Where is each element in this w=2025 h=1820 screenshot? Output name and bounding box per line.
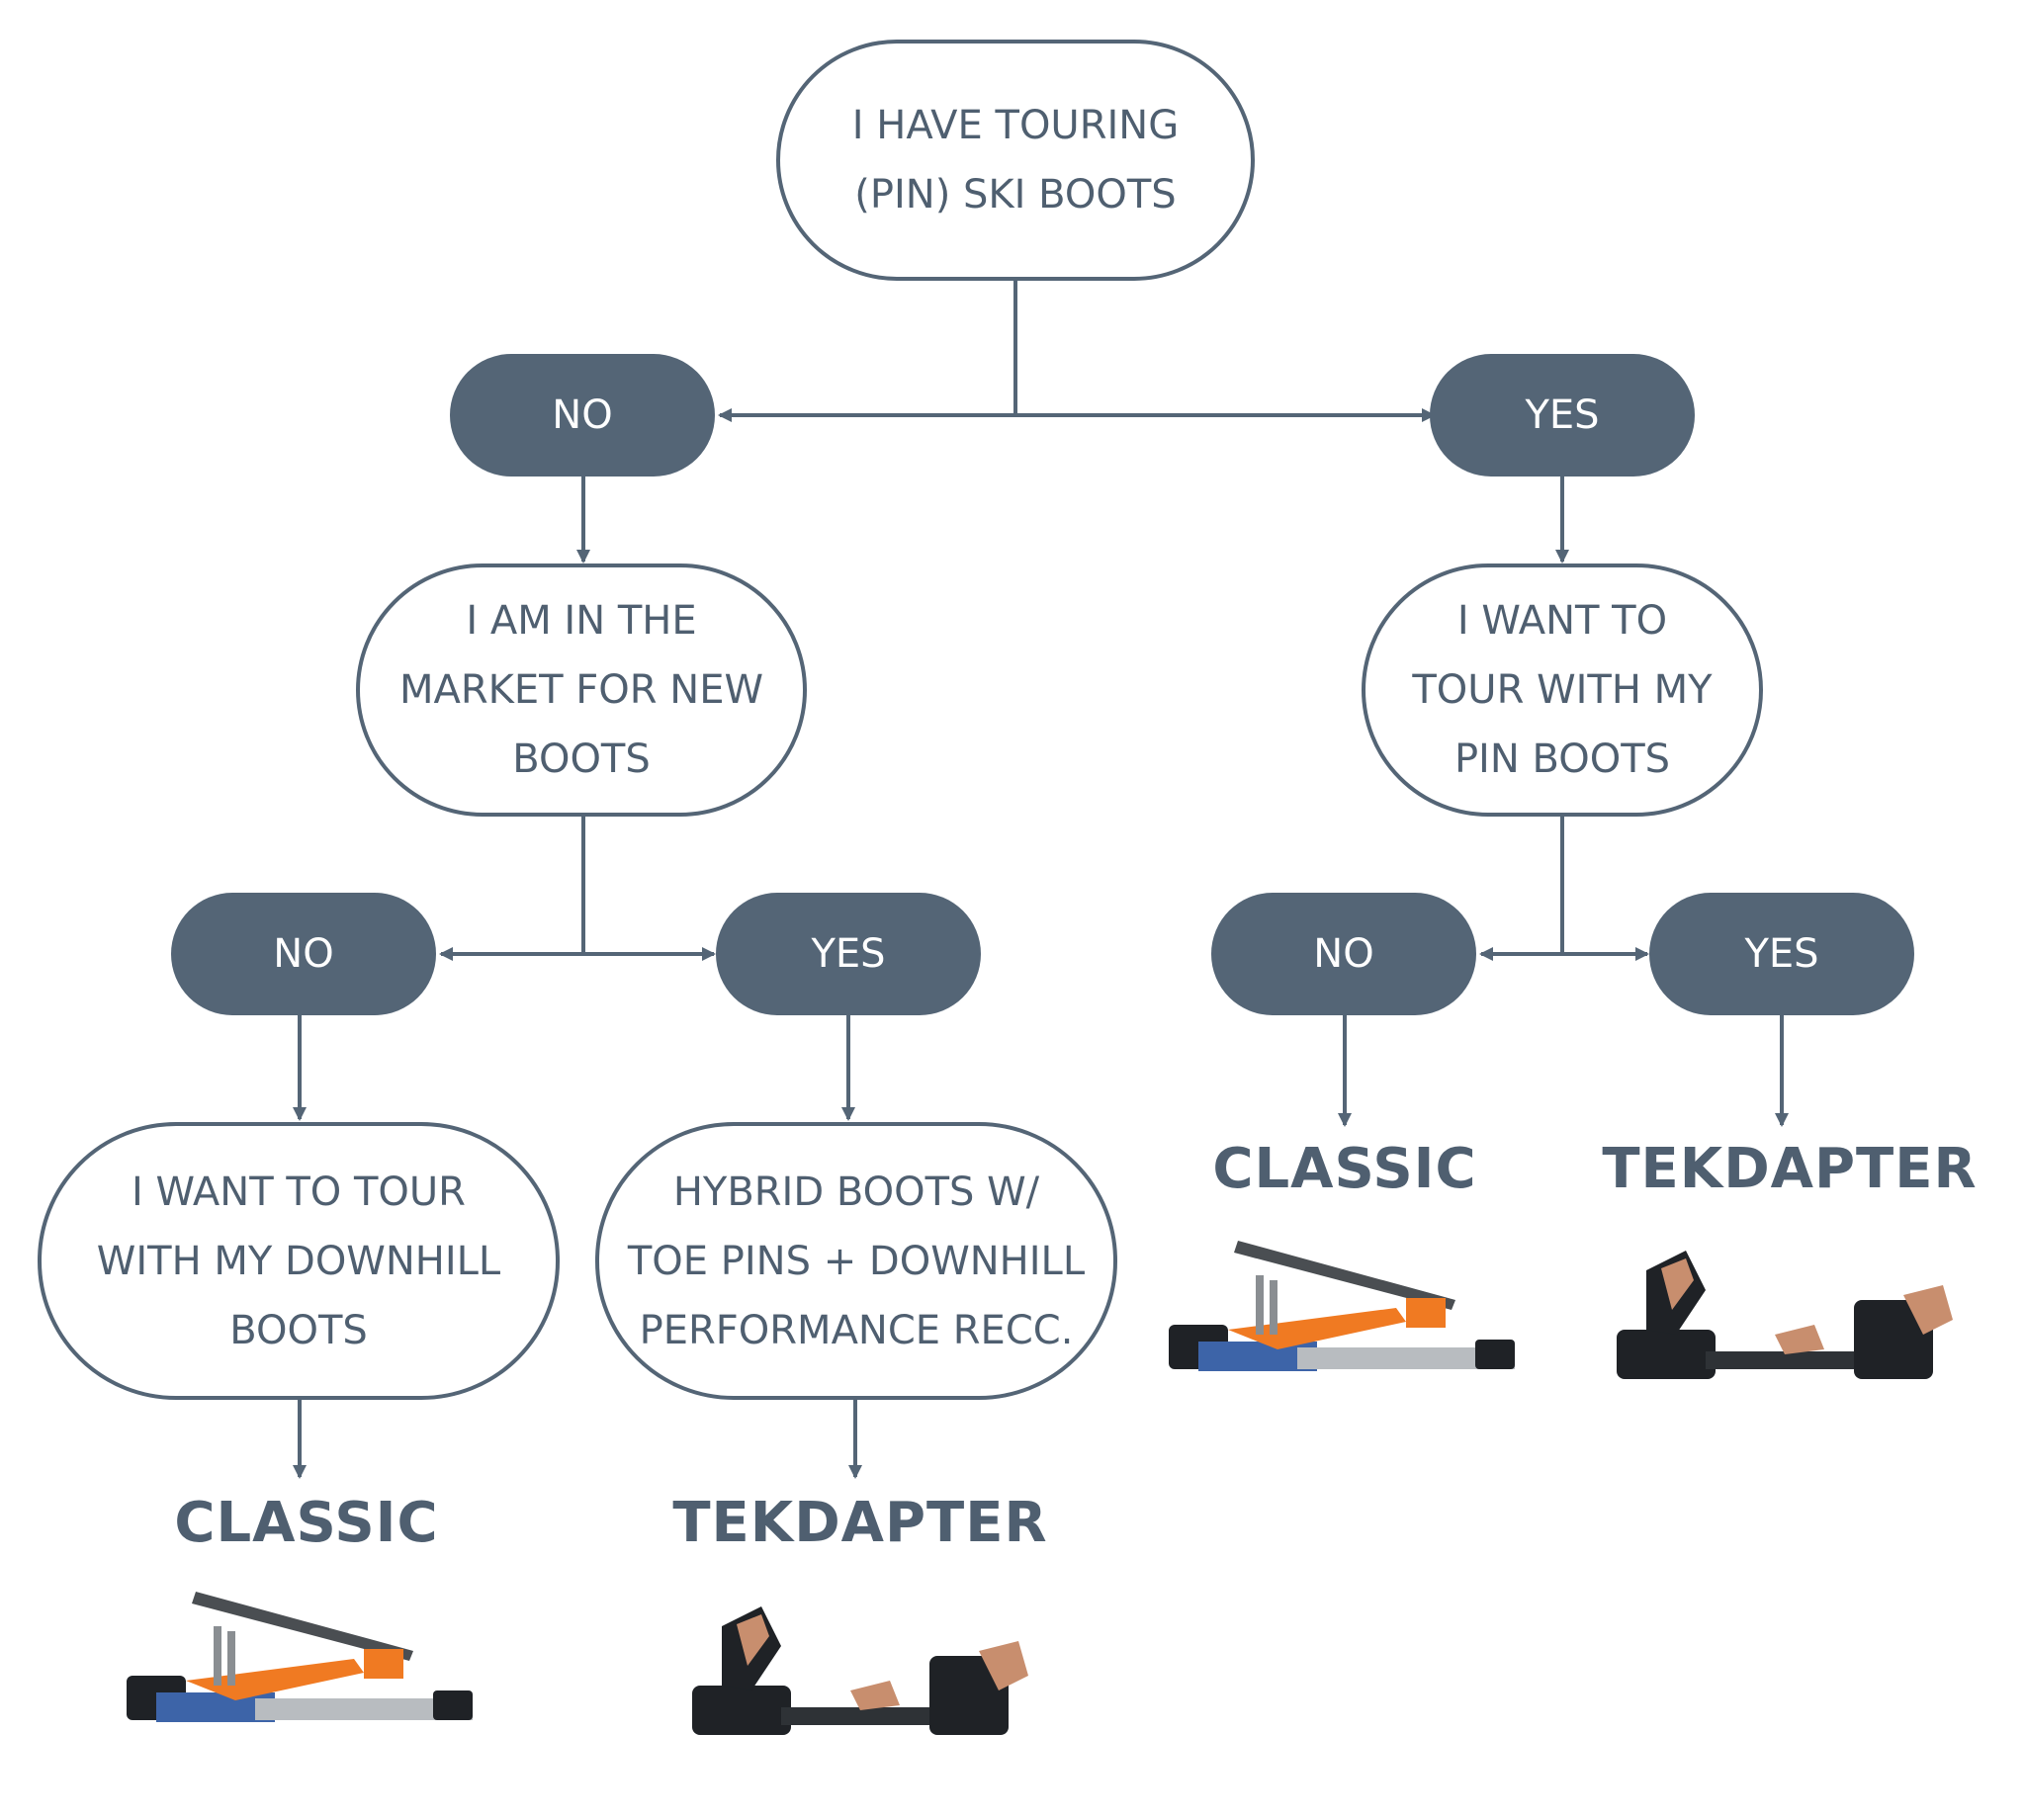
answer-no-level1: NO — [450, 354, 715, 477]
hybrid-boots-question-text: HYBRID BOOTS W/ TOE PINS + DOWNHILL PERF… — [627, 1169, 1086, 1353]
root-question: I HAVE TOURING (PIN) SKI BOOTS — [776, 40, 1255, 281]
answer-yes-market-text: YES — [811, 931, 886, 977]
result-classic-right: CLASSIC — [1212, 1137, 1477, 1201]
result-tekdapter-right: TEKDAPTER — [1602, 1137, 1978, 1201]
answer-no-level1-text: NO — [552, 392, 613, 438]
answer-no-tour-text: NO — [1313, 931, 1374, 977]
root-question-text: I HAVE TOURING (PIN) SKI BOOTS — [851, 103, 1180, 217]
answer-yes-market: YES — [716, 893, 981, 1015]
answer-no-market: NO — [171, 893, 436, 1015]
answer-yes-level1-text: YES — [1525, 392, 1600, 438]
hybrid-boots-question: HYBRID BOOTS W/ TOE PINS + DOWNHILL PERF… — [595, 1122, 1117, 1400]
answer-yes-tour: YES — [1649, 893, 1914, 1015]
downhill-boots-question-text: I WANT TO TOUR WITH MY DOWNHILL BOOTS — [96, 1169, 501, 1353]
tour-pin-question: I WANT TO TOUR WITH MY PIN BOOTS — [1362, 563, 1763, 817]
answer-no-market-text: NO — [273, 931, 334, 977]
tekdapter-binding-icon — [1617, 1251, 1953, 1379]
market-question: I AM IN THE MARKET FOR NEW BOOTS — [356, 563, 807, 817]
market-question-text: I AM IN THE MARKET FOR NEW BOOTS — [398, 598, 764, 782]
classic-binding-icon — [127, 1592, 473, 1722]
result-classic-left: CLASSIC — [174, 1491, 439, 1555]
answer-no-tour: NO — [1211, 893, 1476, 1015]
downhill-boots-question: I WANT TO TOUR WITH MY DOWNHILL BOOTS — [38, 1122, 560, 1400]
answer-yes-tour-text: YES — [1744, 931, 1819, 977]
tour-pin-question-text: I WANT TO TOUR WITH MY PIN BOOTS — [1412, 598, 1713, 782]
result-tekdapter-left: TEKDAPTER — [672, 1491, 1048, 1555]
tekdapter-binding-icon — [692, 1606, 1028, 1735]
answer-yes-level1: YES — [1430, 354, 1695, 477]
classic-binding-icon — [1169, 1241, 1515, 1371]
